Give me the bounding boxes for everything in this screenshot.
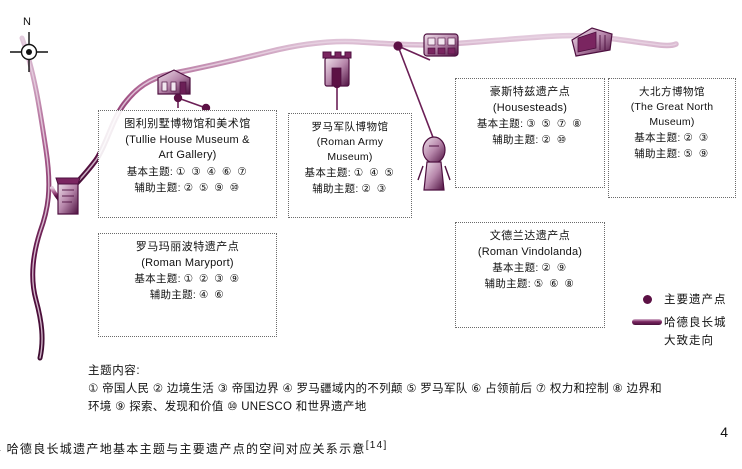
site-box-roman-maryport[interactable]: 罗马玛丽波特遗产点 (Roman Maryport) 基本主题: ① ② ③ ⑨…: [98, 233, 277, 337]
basic-theme-row: 基本主题: ③ ⑤ ⑦ ⑧: [460, 117, 600, 132]
auxiliary-theme-row: 辅助主题: ⑤ ⑥ ⑧: [460, 277, 600, 292]
basic-theme-row: 基本主题: ① ② ③ ⑨: [103, 272, 272, 287]
compass-north-label: N: [23, 16, 31, 28]
basic-theme-values: ① ④ ⑤: [353, 166, 396, 179]
landmark-icon-maryport-stone: [55, 177, 81, 215]
site-name-cn: 图利别墅博物馆和美术馆: [124, 118, 251, 130]
compass-icon: [10, 32, 48, 72]
landmark-icon-vindolanda-statue: [417, 136, 451, 191]
basic-theme-row: 基本主题: ② ③: [613, 131, 731, 146]
compass-rose: N: [6, 16, 52, 78]
page-number: 4: [720, 424, 728, 440]
auxiliary-theme-label: 辅助主题:: [634, 147, 681, 160]
site-name-en-line1: (Tullie House Museum &: [125, 133, 250, 146]
site-box-housesteads[interactable]: 豪斯特兹遗产点 (Housesteads) 基本主题: ③ ⑤ ⑦ ⑧ 辅助主题…: [455, 78, 605, 188]
auxiliary-theme-values: ② ⑩: [541, 134, 568, 147]
landmark-icon-roman-army-tower: [322, 51, 352, 87]
figure-caption: 4 哈德良长城遗产地基本主题与主要遗产点的空间对应关系示意[14]: [0, 440, 388, 457]
site-name-cn: 豪斯特兹遗产点: [489, 86, 571, 98]
theme-list-line-1: ① 帝国人民 ② 边境生活 ③ 帝国边界 ④ 罗马疆域内的不列颠 ⑤ 罗马军队 …: [88, 383, 662, 395]
auxiliary-theme-row: 辅助主题: ② ③: [293, 182, 407, 197]
landmark-icon-housesteads-fort: [423, 33, 459, 57]
basic-theme-label: 基本主题:: [634, 131, 681, 144]
site-name-cn: 文德兰达遗产点: [489, 230, 571, 242]
basic-theme-values: ③ ⑤ ⑦ ⑧: [526, 118, 584, 131]
auxiliary-theme-label: 辅助主题:: [492, 134, 539, 147]
auxiliary-theme-row: 辅助主题: ④ ⑥: [103, 288, 272, 303]
site-box-great-north-museum[interactable]: 大北方博物馆 (The Great North Museum) 基本主题: ② …: [608, 78, 736, 198]
basic-theme-label: 基本主题:: [304, 166, 351, 179]
legend-wall-label-line2: 大致走向: [664, 335, 714, 347]
site-name-en-line1: (Roman Maryport): [141, 256, 234, 269]
basic-theme-label: 基本主题:: [492, 262, 539, 275]
site-name-cn: 大北方博物馆: [639, 86, 705, 98]
figure-caption-text: 4 哈德良长城遗产地基本主题与主要遗产点的空间对应关系示意: [0, 442, 366, 456]
auxiliary-theme-row: 辅助主题: ② ⑤ ⑨ ⑩: [103, 181, 272, 196]
site-name-en-line1: (Roman Army: [316, 135, 384, 148]
site-name-en-line2: Museum): [649, 115, 695, 128]
theme-list-heading: 主题内容:: [88, 365, 141, 377]
site-box-tullie-house[interactable]: 图利别墅博物馆和美术馆 (Tullie House Museum & Art G…: [98, 110, 277, 218]
landmark-icon-great-north-museum: [571, 27, 613, 57]
auxiliary-theme-values: ④ ⑥: [199, 289, 226, 302]
auxiliary-theme-label: 辅助主题:: [312, 182, 359, 195]
site-name-cn: 罗马军队博物馆: [311, 121, 389, 133]
site-dot-tullie[interactable]: [173, 93, 183, 103]
auxiliary-theme-label: 辅助主题:: [149, 289, 197, 302]
legend-row-wall: 哈德良长城: [630, 315, 742, 329]
basic-theme-row: 基本主题: ② ⑨: [460, 261, 600, 276]
site-name-en-line1: (Roman Vindolanda): [477, 245, 583, 258]
auxiliary-theme-row: 辅助主题: ⑤ ⑨: [613, 147, 731, 162]
legend-site-label: 主要遗产点: [664, 294, 727, 306]
site-dot-housesteads[interactable]: [393, 41, 403, 51]
theme-legend-block: 主题内容: ① 帝国人民 ② 边境生活 ③ 帝国边界 ④ 罗马疆域内的不列颠 ⑤…: [88, 362, 708, 417]
basic-theme-row: 基本主题: ① ③ ④ ⑥ ⑦: [103, 165, 272, 180]
site-name-en-line1: (The Great North: [630, 100, 714, 113]
legend-wall-line-icon: [630, 319, 664, 325]
map-legend: 主要遗产点 哈德良长城 大致走向: [630, 292, 742, 348]
site-name-en-line2: Art Gallery): [158, 149, 217, 162]
auxiliary-theme-values: ② ⑤ ⑨ ⑩: [183, 181, 241, 194]
auxiliary-theme-row: 辅助主题: ② ⑩: [460, 133, 600, 148]
basic-theme-label: 基本主题:: [476, 118, 524, 131]
basic-theme-values: ① ② ③ ⑨: [183, 273, 241, 286]
basic-theme-values: ① ③ ④ ⑥ ⑦: [176, 165, 249, 178]
legend-wall-label: 哈德良长城: [664, 317, 727, 329]
basic-theme-label: 基本主题:: [134, 273, 181, 286]
site-box-roman-vindolanda[interactable]: 文德兰达遗产点 (Roman Vindolanda) 基本主题: ② ⑨ 辅助主…: [455, 222, 605, 328]
auxiliary-theme-values: ② ③: [361, 182, 388, 195]
auxiliary-theme-label: 辅助主题:: [134, 181, 181, 194]
figure-caption-reference: [14]: [365, 440, 388, 451]
basic-theme-row: 基本主题: ① ④ ⑤: [293, 166, 407, 181]
site-name-en-line2: Museum): [327, 150, 373, 163]
auxiliary-theme-values: ⑤ ⑨: [683, 147, 710, 160]
basic-theme-values: ② ⑨: [541, 262, 568, 275]
basic-theme-values: ② ③: [683, 131, 710, 144]
theme-list-line-2: 环境 ⑨ 探索、发现和价值 ⑩ UNESCO 和世界遗产地: [88, 400, 367, 413]
auxiliary-theme-values: ⑤ ⑥ ⑧: [533, 278, 576, 291]
site-name-en-line1: (Housesteads): [492, 101, 568, 114]
site-box-roman-army-museum[interactable]: 罗马军队博物馆 (Roman Army Museum) 基本主题: ① ④ ⑤ …: [288, 113, 412, 218]
legend-dot-icon: [630, 294, 664, 304]
landmark-icon-tullie-house: [157, 69, 191, 95]
auxiliary-theme-label: 辅助主题:: [484, 278, 531, 291]
site-name-cn: 罗马玛丽波特遗产点: [135, 241, 240, 253]
legend-row-site: 主要遗产点: [630, 292, 742, 306]
basic-theme-label: 基本主题:: [126, 165, 174, 178]
